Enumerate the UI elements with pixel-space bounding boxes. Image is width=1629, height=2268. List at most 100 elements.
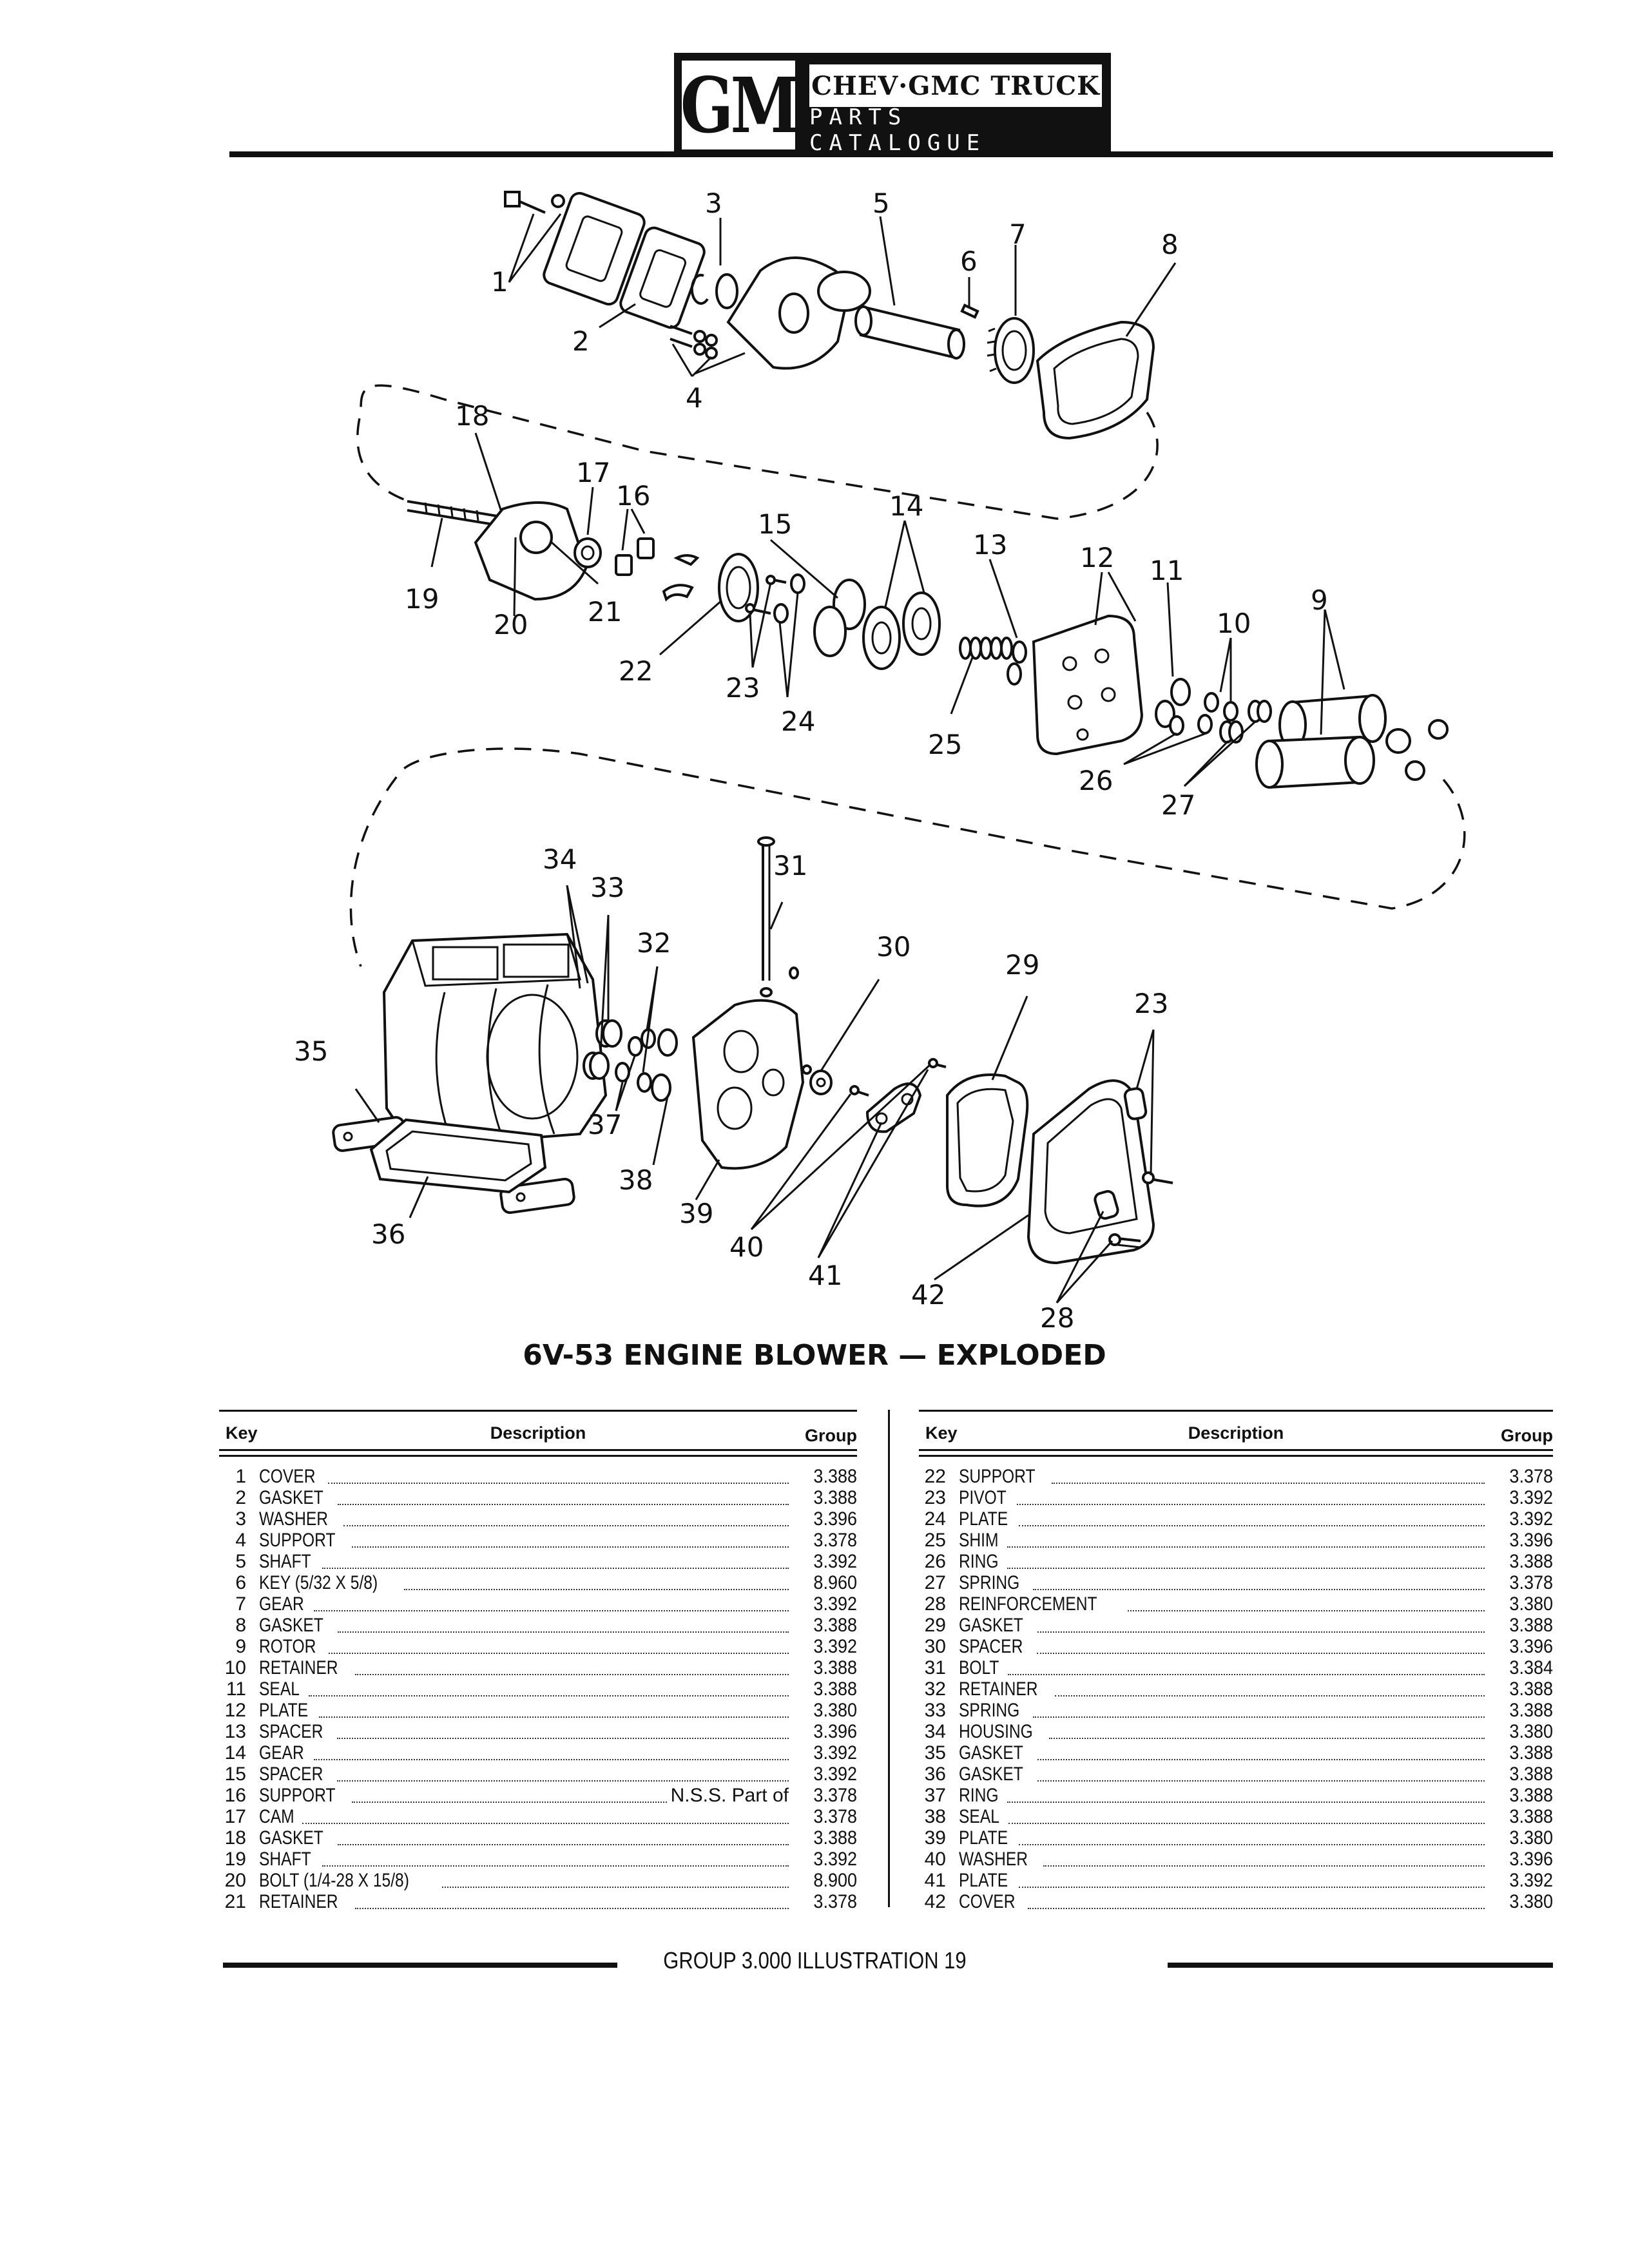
row-key: 17 bbox=[224, 1806, 246, 1827]
row-description: SUPPORT bbox=[959, 1466, 1036, 1487]
row-description-line: SUPPORT bbox=[959, 1466, 1489, 1487]
figure-title: 6V-53 ENGINE BLOWER — EXPLODED bbox=[523, 1339, 1106, 1372]
part-support-4 bbox=[726, 256, 871, 370]
row-group: 3.396 bbox=[1509, 1530, 1553, 1551]
part-seals-38 bbox=[651, 1028, 678, 1102]
row-description: GASKET bbox=[259, 1487, 323, 1508]
row-group: 8.900 bbox=[813, 1870, 857, 1891]
part-gasket-36 bbox=[369, 1118, 547, 1194]
dot-leader bbox=[1033, 1576, 1485, 1590]
row-group: 3.378 bbox=[813, 1785, 857, 1806]
row-key: 16 bbox=[224, 1785, 246, 1806]
callout-37: 37 bbox=[588, 1109, 622, 1140]
callout-40: 40 bbox=[729, 1231, 764, 1263]
row-key: 36 bbox=[924, 1763, 946, 1785]
row-description: WASHER bbox=[959, 1849, 1028, 1870]
row-description: PLATE bbox=[259, 1700, 309, 1721]
row-key: 33 bbox=[924, 1700, 946, 1721]
part-seals-11 bbox=[1155, 678, 1191, 736]
dot-leader bbox=[442, 1874, 789, 1888]
callout-35: 35 bbox=[294, 1035, 328, 1067]
exploded-diagram: 1 2 3 4 5 6 7 8 18 17 16 15 14 13 12 11 … bbox=[294, 187, 1466, 1334]
row-group: 3.396 bbox=[813, 1721, 857, 1742]
row-description: SEAL bbox=[959, 1806, 999, 1827]
dot-leader bbox=[337, 1767, 789, 1782]
row-description: GASKET bbox=[259, 1615, 323, 1636]
row-description-line: GEAR bbox=[259, 1593, 793, 1615]
header-group: Group bbox=[1501, 1426, 1553, 1445]
row-description: HOUSING bbox=[959, 1721, 1033, 1742]
row-key: 7 bbox=[235, 1593, 246, 1615]
row-description: KEY (5/32 x 5/8) bbox=[259, 1572, 378, 1593]
dot-leader bbox=[1037, 1619, 1485, 1633]
row-group: 3.378 bbox=[813, 1891, 857, 1912]
header-description: Description bbox=[1188, 1423, 1284, 1443]
header-key: Key bbox=[226, 1423, 258, 1443]
row-key: 12 bbox=[224, 1700, 246, 1721]
row-group: 3.388 bbox=[1509, 1763, 1553, 1785]
callout-21: 21 bbox=[588, 596, 622, 628]
dot-leader bbox=[1018, 1874, 1485, 1888]
leader-lines bbox=[354, 213, 1345, 1304]
row-group: 3.378 bbox=[813, 1806, 857, 1827]
row-description-line: RETAINER bbox=[259, 1657, 793, 1678]
row-description-line: SEAL bbox=[259, 1678, 793, 1700]
row-key: 13 bbox=[224, 1721, 246, 1742]
part-spacer-13 bbox=[1007, 640, 1027, 686]
bolts-4 bbox=[670, 325, 718, 360]
callout-3: 3 bbox=[705, 187, 722, 219]
row-description: SPACER bbox=[259, 1763, 323, 1785]
callout-5: 5 bbox=[872, 187, 890, 219]
callout-29: 29 bbox=[1005, 949, 1039, 981]
part-cover-42 bbox=[1027, 1079, 1155, 1265]
callout-26: 26 bbox=[1079, 765, 1113, 796]
footer-caption-text: GROUP 3.000 ILLUSTRATION 19 bbox=[662, 1947, 967, 1974]
row-key: 29 bbox=[924, 1615, 946, 1636]
row-group: 3.392 bbox=[813, 1742, 857, 1763]
row-description: GASKET bbox=[959, 1763, 1023, 1785]
callout-11: 11 bbox=[1150, 555, 1184, 586]
callout-10: 10 bbox=[1217, 608, 1251, 639]
dot-leader bbox=[1033, 1704, 1485, 1718]
row-description: RING bbox=[959, 1785, 999, 1806]
row-description: SPACER bbox=[959, 1636, 1023, 1657]
row-description: WASHER bbox=[259, 1508, 329, 1530]
row-group: 3.388 bbox=[813, 1657, 857, 1678]
dot-leader bbox=[314, 1746, 789, 1760]
row-description: COVER bbox=[259, 1466, 316, 1487]
row-description-line: ROTOR bbox=[259, 1636, 793, 1657]
row-key: 40 bbox=[924, 1849, 946, 1870]
callout-24: 24 bbox=[781, 706, 815, 737]
part-washers-24 bbox=[773, 573, 805, 624]
header-rule bbox=[229, 151, 1553, 157]
row-description: GASKET bbox=[959, 1742, 1023, 1763]
row-group: 8.960 bbox=[813, 1572, 857, 1593]
part-plate-15 bbox=[813, 579, 866, 657]
row-key: 10 bbox=[224, 1657, 246, 1678]
part-pivot-23 bbox=[745, 575, 787, 615]
row-key: 28 bbox=[924, 1593, 946, 1615]
row-description: SUPPORT bbox=[259, 1785, 336, 1806]
callout-7: 7 bbox=[1009, 218, 1027, 250]
part-shim-25 bbox=[959, 637, 1013, 660]
header-key: Key bbox=[925, 1423, 958, 1443]
row-note: N.S.S. Part of bbox=[670, 1785, 789, 1806]
dashed-path-middle bbox=[349, 747, 1466, 967]
row-key: 14 bbox=[224, 1742, 246, 1763]
row-group: 3.388 bbox=[1509, 1551, 1553, 1572]
dot-leader bbox=[318, 1704, 789, 1718]
dot-leader bbox=[1037, 1767, 1485, 1782]
dot-leader bbox=[337, 1619, 789, 1633]
callout-4: 4 bbox=[686, 382, 703, 414]
callout-22: 22 bbox=[619, 655, 653, 687]
row-key: 11 bbox=[226, 1678, 246, 1700]
